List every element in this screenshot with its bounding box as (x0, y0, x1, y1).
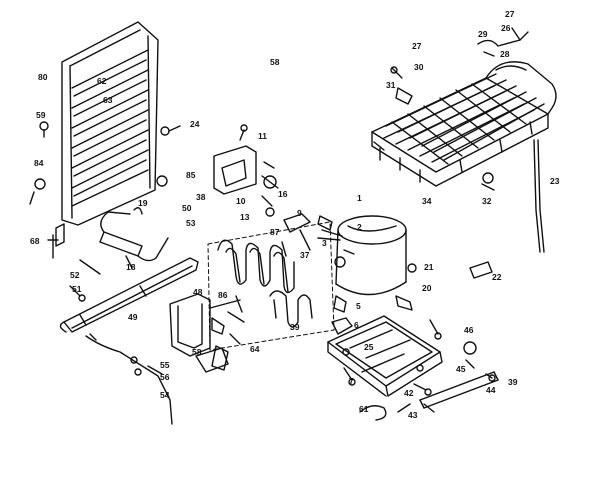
label-29: 29 (478, 29, 488, 39)
label-54: 54 (160, 390, 170, 400)
left-fasteners (29, 121, 181, 302)
label-87: 87 (270, 227, 280, 237)
label-38: 38 (196, 192, 206, 202)
label-21: 21 (424, 262, 434, 272)
label-85: 85 (186, 170, 196, 180)
drain-hose (359, 405, 387, 421)
label-58: 58 (270, 57, 280, 67)
assembly-outline (207, 221, 335, 351)
label-27: 27 (412, 41, 422, 51)
label-19: 19 (138, 198, 148, 208)
label-56: 56 (160, 372, 170, 382)
label-6: 6 (354, 320, 359, 330)
evaporator (371, 61, 557, 187)
label-26: 26 (501, 23, 511, 33)
evaporator-fittings (390, 27, 529, 279)
fan-motor (213, 124, 311, 257)
label-28: 28 (500, 49, 510, 59)
label-86: 86 (218, 290, 228, 300)
label-16: 16 (278, 189, 288, 199)
label-13: 13 (240, 212, 250, 222)
label-23: 23 (550, 176, 560, 186)
drier-filter (99, 207, 169, 269)
label-48: 48 (193, 287, 203, 297)
label-9: 9 (297, 208, 302, 218)
label-20: 20 (422, 283, 432, 293)
label-31: 31 (386, 80, 396, 90)
label-45: 45 (456, 364, 466, 374)
base-rail (59, 257, 199, 333)
label-58b: 58 (192, 347, 202, 357)
label-32: 32 (482, 196, 492, 206)
clips (211, 311, 245, 371)
label-7: 7 (349, 376, 354, 386)
label-25: 25 (364, 342, 374, 352)
condenser-tubing (217, 239, 313, 328)
mounting-rod (397, 341, 499, 413)
label-68: 68 (30, 236, 40, 246)
fan-shroud (169, 293, 243, 373)
label-51: 51 (72, 284, 82, 294)
label-22: 22 (492, 272, 502, 282)
label-10: 10 (236, 196, 246, 206)
label-27b: 27 (505, 9, 515, 19)
label-24: 24 (190, 119, 200, 129)
label-84: 84 (34, 158, 44, 168)
label-80: 80 (38, 72, 48, 82)
label-30: 30 (414, 62, 424, 72)
label-18: 18 (126, 262, 136, 272)
label-46: 46 (464, 325, 474, 335)
label-5: 5 (356, 301, 361, 311)
label-39: 39 (290, 322, 300, 332)
label-62: 62 (97, 76, 107, 86)
label-55: 55 (160, 360, 170, 370)
label-39b: 39 (508, 377, 518, 387)
label-49: 49 (128, 312, 138, 322)
drain-tube (533, 139, 545, 253)
label-34: 34 (422, 196, 432, 206)
label-2: 2 (357, 222, 362, 232)
label-11: 11 (258, 131, 267, 141)
base-plate (327, 315, 443, 413)
label-52: 52 (70, 270, 80, 280)
condenser-coil (55, 21, 159, 275)
label-42: 42 (404, 388, 414, 398)
label-59: 59 (36, 110, 46, 120)
part-labels: 80 62 63 58 59 84 24 85 68 19 18 50 53 5… (30, 9, 560, 420)
label-44: 44 (486, 385, 496, 395)
label-63: 63 (103, 95, 113, 105)
label-61: 61 (359, 404, 369, 414)
label-50: 50 (182, 203, 192, 213)
label-3: 3 (322, 238, 327, 248)
label-43: 43 (408, 410, 418, 420)
compressor (317, 215, 417, 335)
label-37: 37 (300, 250, 310, 260)
lower-tubes (85, 333, 173, 425)
label-53: 53 (186, 218, 196, 228)
label-64: 64 (250, 344, 260, 354)
label-1: 1 (357, 193, 362, 203)
